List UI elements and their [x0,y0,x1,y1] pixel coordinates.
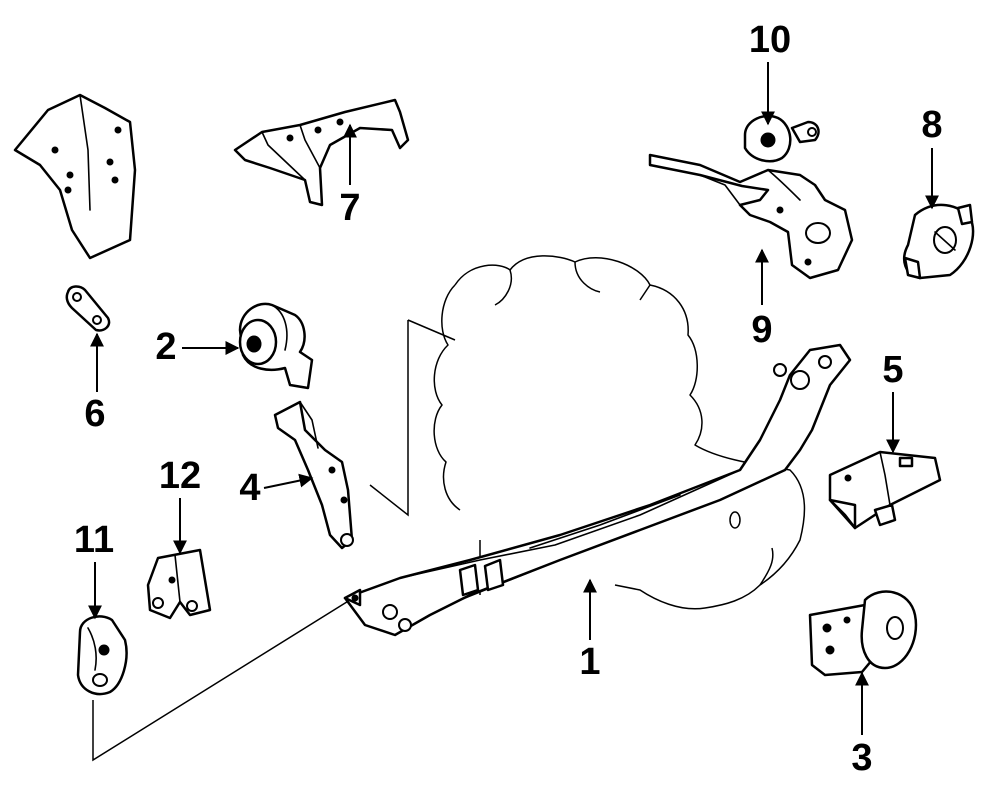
bracket-9-part [648,153,854,280]
mount-10-part [743,114,820,163]
callout-3: 3 [851,737,872,779]
guide-lines [92,319,481,762]
plate-6-part [65,285,111,332]
callout-4: 4 [239,467,260,509]
mount-5-part [828,450,942,530]
bracket-4-part [273,400,354,550]
callout-5: 5 [882,349,903,391]
callout-12: 12 [159,455,201,497]
leader-arrows [88,62,939,735]
callout-8: 8 [921,104,942,146]
bracket-7-part [233,98,410,207]
callout-10: 10 [749,19,791,61]
callout-1: 1 [579,641,600,683]
mount-3-part [808,590,918,677]
callout-2: 2 [155,326,176,368]
callout-7: 7 [339,187,360,229]
bracket-12-part [146,548,212,620]
crossmember-part [343,343,852,637]
leader-4 [263,473,314,489]
mount-2-part [238,302,314,390]
mount-11-part [76,615,128,696]
callout-9: 9 [751,309,772,351]
mount-8-part [903,203,975,280]
engine-outline [433,255,806,610]
callout-11: 11 [74,519,114,561]
callout-6: 6 [84,393,105,435]
bracket-large-part [13,93,137,260]
callout-labels: 1 2 3 4 5 6 7 8 9 10 11 12 [74,19,943,779]
